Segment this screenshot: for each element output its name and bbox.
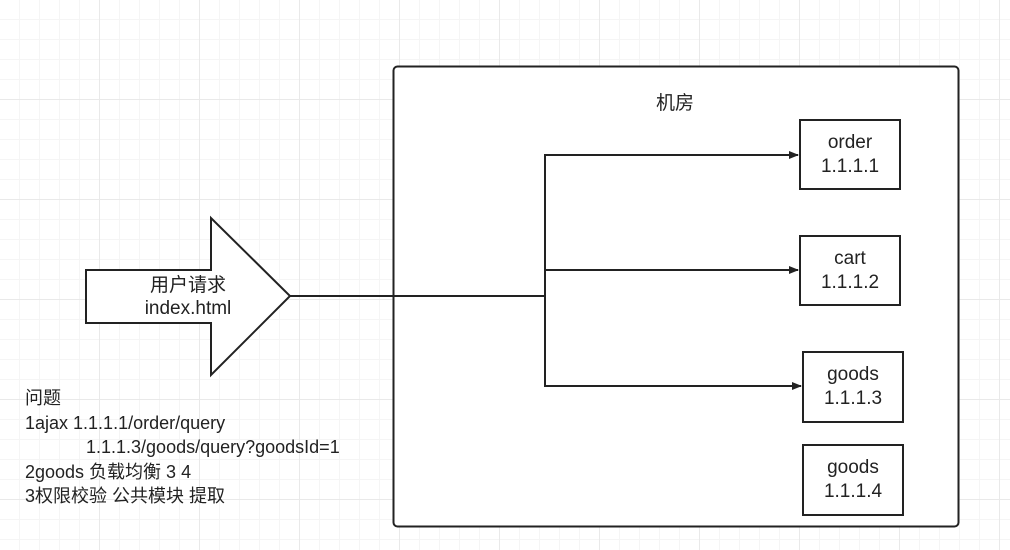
notes-line-3: 2goods 负载均衡 3 4 bbox=[25, 461, 192, 482]
notes-block: 问题 1ajax 1.1.1.1/order/query 1.1.1.3/goo… bbox=[25, 386, 340, 509]
server-name: cart bbox=[834, 247, 866, 269]
server-ip: 1.1.1.4 bbox=[823, 481, 883, 502]
notes-line-4: 3权限校验 公共模块 提取 bbox=[25, 486, 226, 506]
server-ip: 1.1.1.2 bbox=[820, 271, 880, 293]
server-name: goods bbox=[827, 457, 879, 478]
server-name: order bbox=[827, 131, 873, 153]
notes-title: 问题 bbox=[25, 388, 61, 408]
user-request-arrow-shape[interactable] bbox=[85, 215, 292, 378]
server-node-order[interactable]: order 1.1.1.1 bbox=[799, 119, 901, 190]
server-node-goods-1[interactable]: goods 1.1.1.3 bbox=[802, 351, 904, 423]
user-request-label-line1: 用户请求 bbox=[149, 275, 226, 296]
connector-to-order[interactable] bbox=[544, 151, 799, 296]
connector-to-goods-1[interactable] bbox=[544, 296, 802, 390]
notes-line-1: 1ajax 1.1.1.1/order/query bbox=[25, 412, 226, 433]
user-request-label: 用户请求 index.html bbox=[113, 274, 263, 320]
server-room-title: 机房 bbox=[655, 93, 694, 114]
server-ip: 1.1.1.3 bbox=[823, 388, 883, 409]
server-node-goods-2[interactable]: goods 1.1.1.4 bbox=[802, 444, 904, 516]
server-ip: 1.1.1.1 bbox=[820, 155, 880, 177]
notes-line-2: 1.1.1.3/goods/query?goodsId=1 bbox=[86, 437, 340, 457]
user-request-label-line2: index.html bbox=[144, 298, 232, 319]
server-node-cart[interactable]: cart 1.1.1.2 bbox=[799, 235, 901, 306]
server-name: goods bbox=[827, 364, 879, 385]
